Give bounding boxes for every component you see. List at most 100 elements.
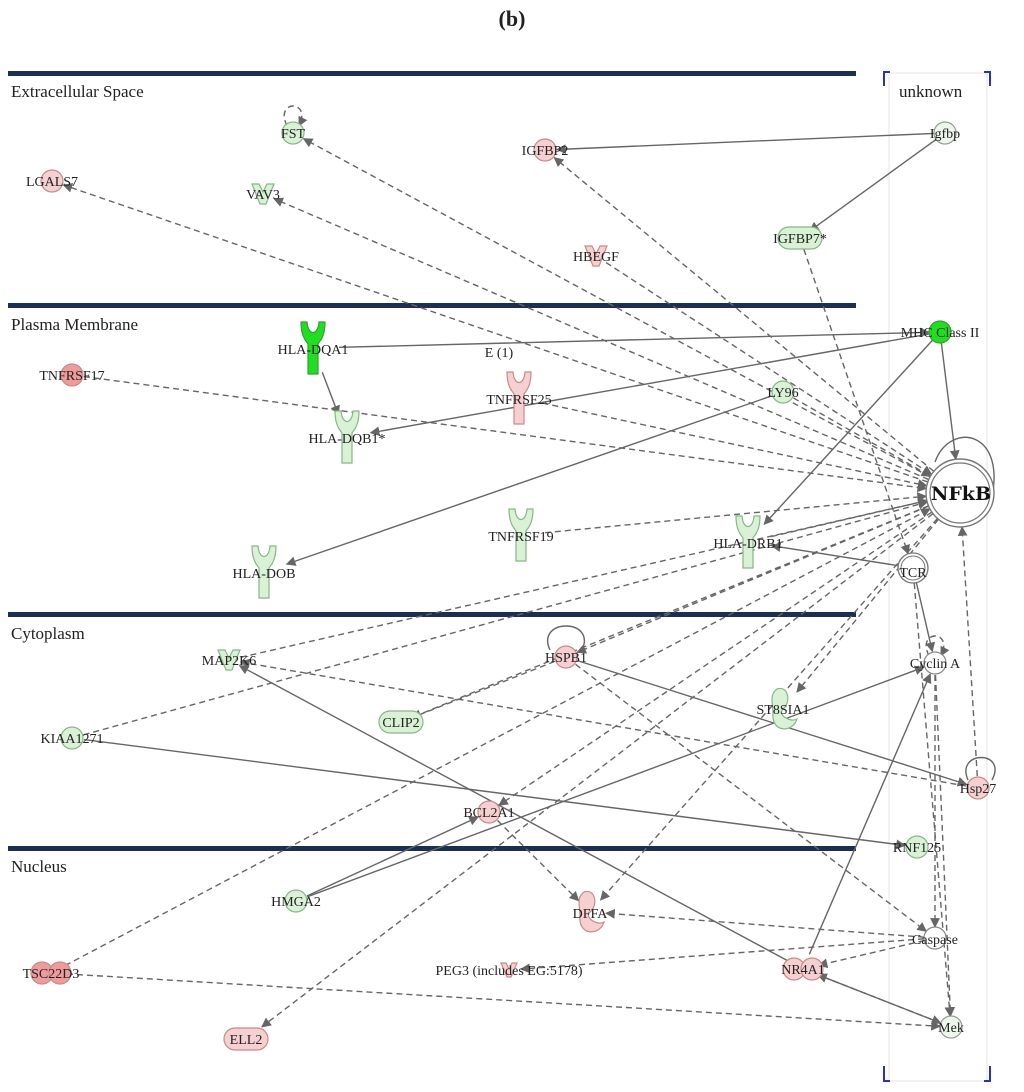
node-hmga2[interactable]: HMGA2 — [271, 889, 321, 913]
node-tnfrsf19[interactable]: TNFRSF19 — [488, 508, 554, 562]
node-shape — [281, 121, 305, 145]
node-label: HLA-DOB — [233, 567, 296, 582]
node-mek[interactable]: Mek — [938, 1015, 964, 1039]
node-nr4a1[interactable]: NR4A1 — [781, 957, 825, 981]
node-shape — [905, 835, 929, 859]
node-label: TCR — [899, 566, 927, 581]
node-shape — [334, 410, 360, 464]
edge-hmga2-to-cyclina — [307, 665, 925, 898]
node-hla-dqa1[interactable]: HLA-DQA1 — [278, 321, 349, 375]
node-caspase[interactable]: Caspase — [912, 926, 958, 950]
edge-nfkb-to-vav3 — [273, 197, 930, 481]
node-label: Hsp27 — [960, 782, 997, 797]
self-loop-fst — [283, 105, 308, 127]
node-peg3[interactable]: PEG3 (includes EG:5178) — [436, 962, 583, 979]
edge-mek-to-nr4a1 — [816, 973, 942, 1024]
node-label: HMGA2 — [271, 895, 321, 910]
node-label: ELL2 — [230, 1033, 263, 1048]
edge-hla-drb1-to-nfkb — [771, 497, 928, 538]
node-rnf125[interactable]: RNF125 — [893, 835, 941, 859]
node-tnfrsf17[interactable]: TNFRSF17 — [39, 363, 105, 387]
node-e1[interactable]: E (1) — [485, 346, 514, 361]
node-hbegf[interactable]: HBEGF — [573, 245, 619, 267]
node-tnfrsf25[interactable]: TNFRSF25 — [486, 371, 552, 425]
node-shape — [800, 957, 824, 981]
node-label: VAV3 — [246, 188, 280, 203]
node-cyclina[interactable]: Cyclin A — [910, 651, 961, 675]
edge-tsc22d3-to-nfkb — [64, 508, 931, 967]
node-label: Igfbp — [930, 127, 960, 142]
node-shape — [554, 645, 578, 669]
node-igfbp2[interactable]: IGFBP2 — [522, 138, 569, 162]
section-title-plasma: Plasma Membrane — [11, 315, 138, 334]
node-label: HLA-DQA1 — [278, 343, 349, 358]
edge-nfkb-to-bcl2a1 — [498, 511, 933, 806]
node-shape — [60, 363, 84, 387]
node-tsc22d3[interactable]: TSC22D3 — [23, 961, 80, 985]
section-title-unknown: unknown — [899, 82, 963, 101]
edge-tnfrsf19-to-nfkb — [544, 492, 928, 534]
node-map2k6[interactable]: MAP2K6 — [202, 649, 256, 671]
section-bar-nucleus — [8, 846, 856, 851]
unknown-bracket-bottom-left — [883, 1066, 890, 1082]
node-shape — [251, 183, 275, 205]
node-shape-outer — [925, 458, 995, 528]
edge-igfbp7-to-tcr — [803, 249, 910, 555]
node-hspb1[interactable]: HSPB1 — [545, 645, 587, 669]
node-label: TNFRSF19 — [488, 530, 553, 545]
node-label: TNFRSF17 — [39, 369, 104, 384]
section-bar-cytoplasm — [8, 612, 856, 617]
node-hla-dob[interactable]: HLA-DOB — [233, 545, 296, 599]
node-hla-drb1[interactable]: HLA-DRB1 — [713, 515, 783, 569]
node-shape — [939, 1015, 963, 1039]
unknown-region-box — [888, 72, 988, 1082]
node-bcl2a1[interactable]: BCL2A1 — [463, 800, 515, 824]
edge-hla-dqa1-to-hla-dqb1 — [321, 372, 340, 416]
node-mhc[interactable]: MHC Class II — [901, 320, 980, 344]
node-shape — [777, 226, 823, 250]
node-ell2[interactable]: ELL2 — [223, 1027, 269, 1051]
edge-hsp27-to-nfkb — [957, 525, 978, 777]
node-label: PEG3 (includes EG:5178) — [436, 964, 583, 979]
edge-tsc22d3-to-mek — [66, 973, 941, 1031]
node-igfbp7[interactable]: IGFBP7* — [773, 226, 827, 250]
edge-igfbp-to-igfbp2 — [556, 132, 935, 155]
node-hsp27[interactable]: Hsp27 — [960, 776, 997, 800]
edge-mhc-to-nfkb — [940, 342, 960, 461]
self-loop-hspb1 — [547, 625, 585, 651]
node-nfkb[interactable]: NFkB — [925, 458, 995, 528]
node-dffa[interactable]: DFFA — [573, 890, 609, 933]
node-label: TNFRSF25 — [486, 393, 551, 408]
edge-hmga2-to-bcl2a1 — [306, 816, 479, 897]
node-hla-dqb1[interactable]: HLA-DQB1* — [309, 410, 386, 464]
node-lgals7[interactable]: LGALS7 — [26, 169, 78, 193]
node-ly96[interactable]: LY96 — [767, 380, 799, 404]
figure-label: (b) — [498, 6, 526, 31]
edge-caspase-to-nr4a1 — [817, 939, 925, 969]
node-shape — [217, 649, 241, 671]
node-label: Cyclin A — [910, 657, 961, 672]
node-st8sia1[interactable]: ST8SIA1 — [757, 687, 810, 730]
edge-caspase-to-peg3 — [519, 938, 925, 974]
node-label: MAP2K6 — [202, 654, 256, 669]
node-shape — [771, 687, 799, 730]
node-kiaa1271[interactable]: KIAA1271 — [41, 726, 104, 750]
node-clip2[interactable]: CLIP2 — [378, 710, 424, 734]
node-label: Caspase — [912, 933, 958, 948]
node-shape — [300, 321, 326, 375]
node-shape — [251, 545, 277, 599]
node-label: CLIP2 — [382, 716, 419, 731]
node-label: TSC22D3 — [23, 967, 80, 982]
node-shape — [60, 726, 84, 750]
node-tcr[interactable]: TCR — [897, 552, 929, 584]
node-label: NFkB — [931, 483, 991, 505]
node-vav3[interactable]: VAV3 — [246, 183, 280, 205]
edge-map2k6-to-nfkb — [240, 497, 928, 659]
node-igfbp[interactable]: Igfbp — [930, 121, 960, 145]
unknown-bracket-top-left — [883, 71, 890, 86]
edge-kiaa1271-to-nfkb — [83, 499, 929, 736]
node-shape-inner — [900, 555, 926, 581]
edge-tnfrsf25-to-nfkb — [542, 402, 928, 489]
node-fst[interactable]: FST — [281, 121, 306, 145]
